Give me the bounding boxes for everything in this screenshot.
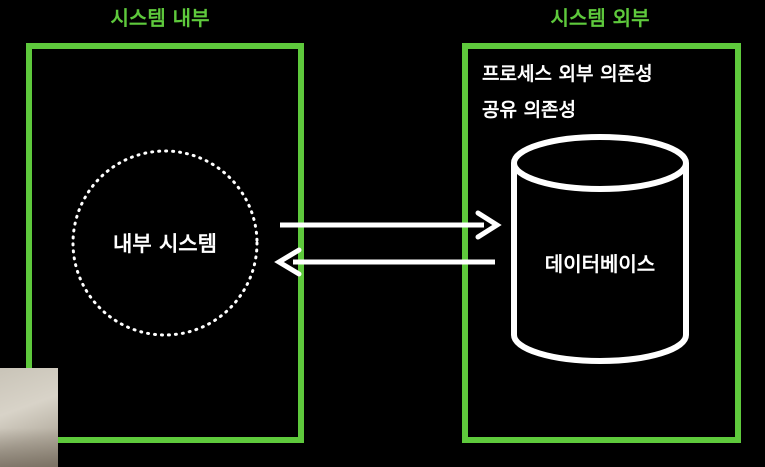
database-label: 데이터베이스: [545, 252, 655, 276]
process-dependency-note: 프로세스 외부 의존성: [482, 63, 653, 85]
arrow-to-database: [280, 210, 502, 240]
internal-system-label: 내부 시스템: [113, 232, 217, 256]
webcam-shadow: [0, 428, 58, 467]
webcam-thumbnail: [0, 368, 58, 467]
arrow-to-internal-system: [274, 247, 495, 277]
database-cylinder: [511, 134, 689, 364]
outside-region-title: 시스템 외부: [550, 6, 650, 30]
inside-region-box: [26, 43, 304, 443]
internal-system-circle: [71, 149, 259, 337]
shared-dependency-note: 공유 의존성: [482, 99, 577, 121]
inside-region-title: 시스템 내부: [110, 6, 210, 30]
outside-region-box: [462, 43, 741, 443]
